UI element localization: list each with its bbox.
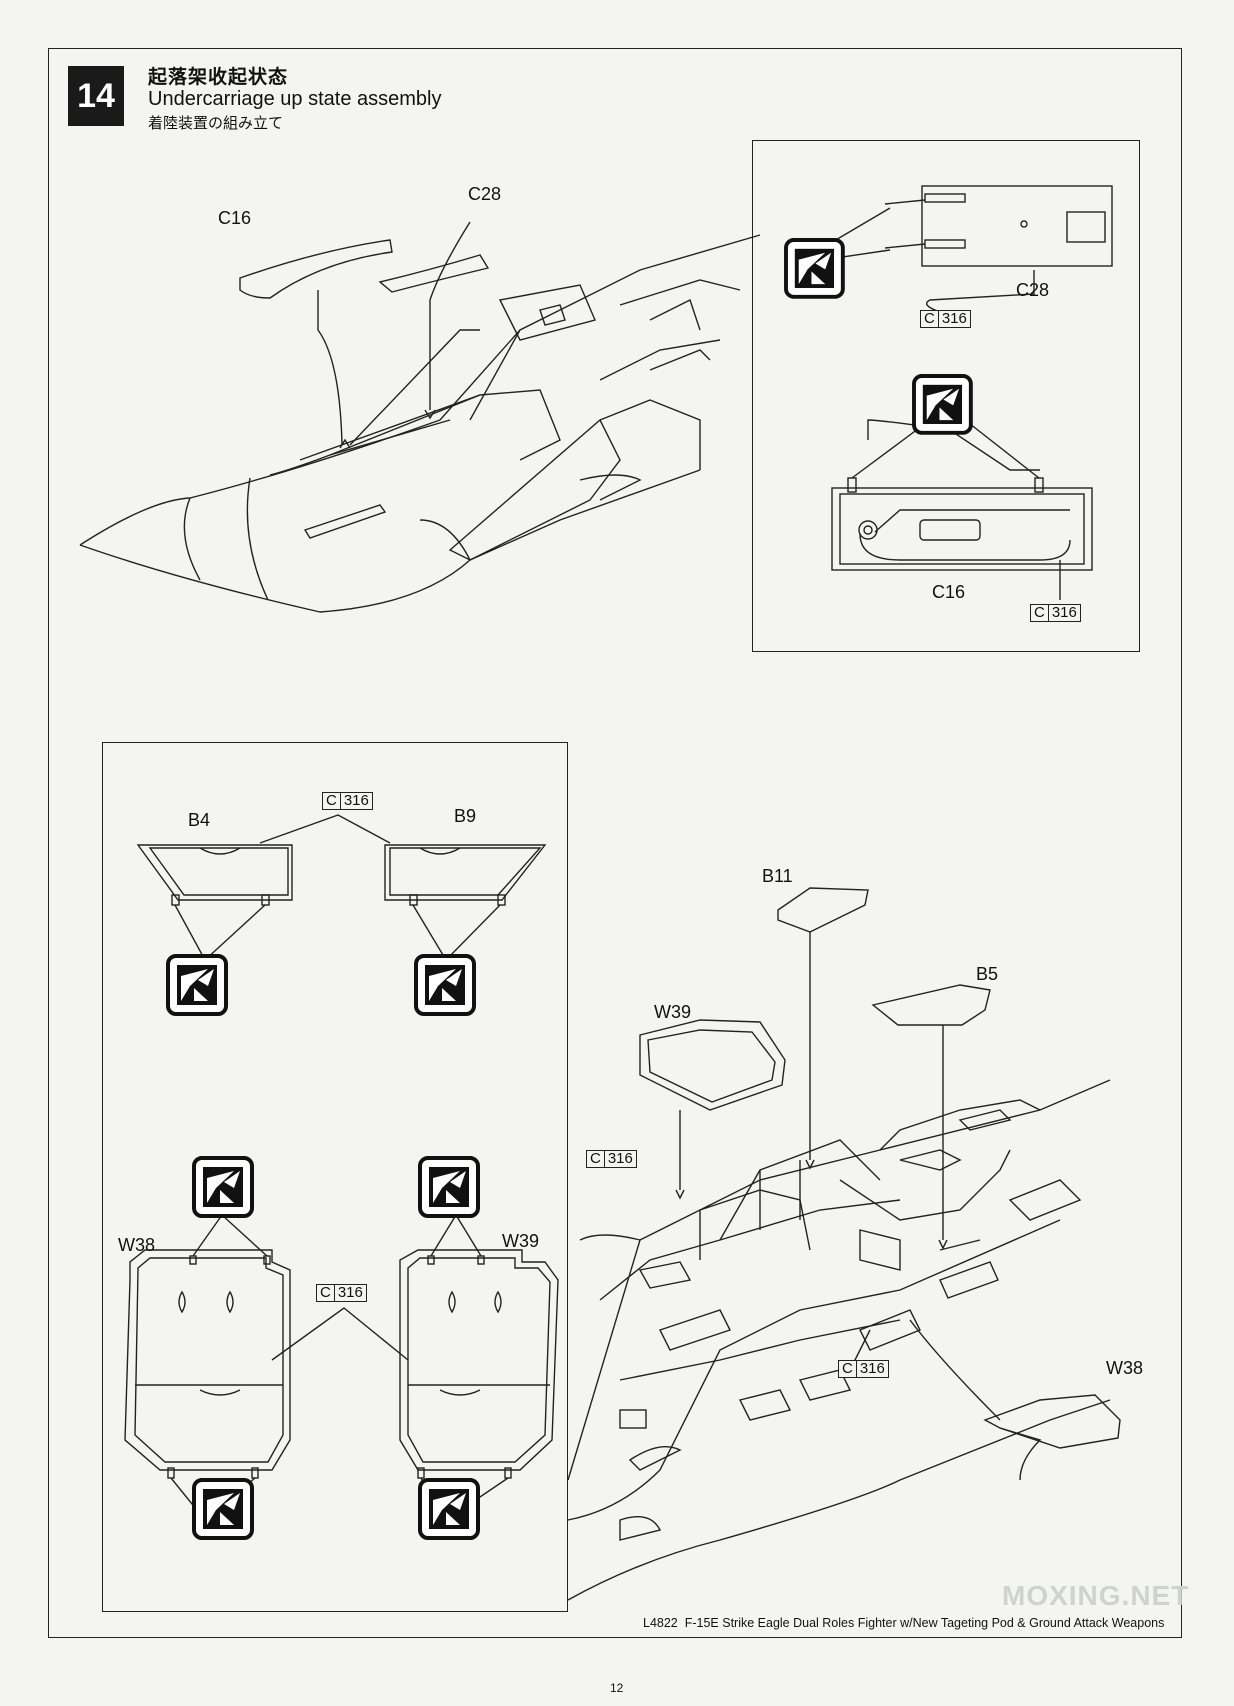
glue-icon bbox=[194, 1158, 252, 1216]
part-label-c28: C28 bbox=[468, 184, 502, 204]
part-label-b5: B5 bbox=[976, 964, 999, 984]
glue-icon bbox=[420, 1480, 478, 1538]
part-label-b4: B4 bbox=[188, 810, 211, 830]
part-label-w38-main: W38 bbox=[1106, 1358, 1144, 1378]
inset-box-top-right bbox=[752, 140, 1140, 652]
model-description: F-15E Strike Eagle Dual Roles Fighter w/… bbox=[684, 1616, 1165, 1630]
footer-caption: L4822 F-15E Strike Eagle Dual Roles Figh… bbox=[643, 1616, 1164, 1630]
part-label-c16: C16 bbox=[218, 208, 252, 228]
part-label-w38-left: W38 bbox=[118, 1235, 156, 1255]
glue-icon bbox=[786, 240, 843, 297]
part-label-c28-inset: C28 bbox=[1016, 280, 1050, 300]
part-label-c16-inset: C16 bbox=[932, 582, 966, 602]
step-title-english: Undercarriage up state assembly bbox=[148, 88, 442, 110]
glue-icon bbox=[420, 1158, 478, 1216]
part-label-b11: B11 bbox=[762, 866, 793, 886]
glue-icon bbox=[416, 956, 474, 1014]
inset-box-left bbox=[102, 742, 568, 1612]
step-title-chinese: 起落架收起状态 bbox=[148, 67, 289, 88]
page-frame bbox=[48, 48, 1182, 1638]
part-label-b9: B9 bbox=[454, 806, 477, 826]
glue-icon bbox=[914, 376, 971, 433]
step-number-badge: 14 bbox=[68, 66, 124, 126]
part-label-w39-left: W39 bbox=[502, 1231, 540, 1251]
step-title-japanese: 着陸装置の組み立て bbox=[148, 115, 284, 132]
glue-icon bbox=[168, 956, 226, 1014]
model-code: L4822 bbox=[643, 1616, 678, 1630]
glue-icon bbox=[194, 1480, 252, 1538]
page-number: 12 bbox=[610, 1681, 624, 1695]
part-label-w39-main: W39 bbox=[654, 1002, 692, 1022]
watermark: MOXING.NET bbox=[1002, 1580, 1190, 1611]
